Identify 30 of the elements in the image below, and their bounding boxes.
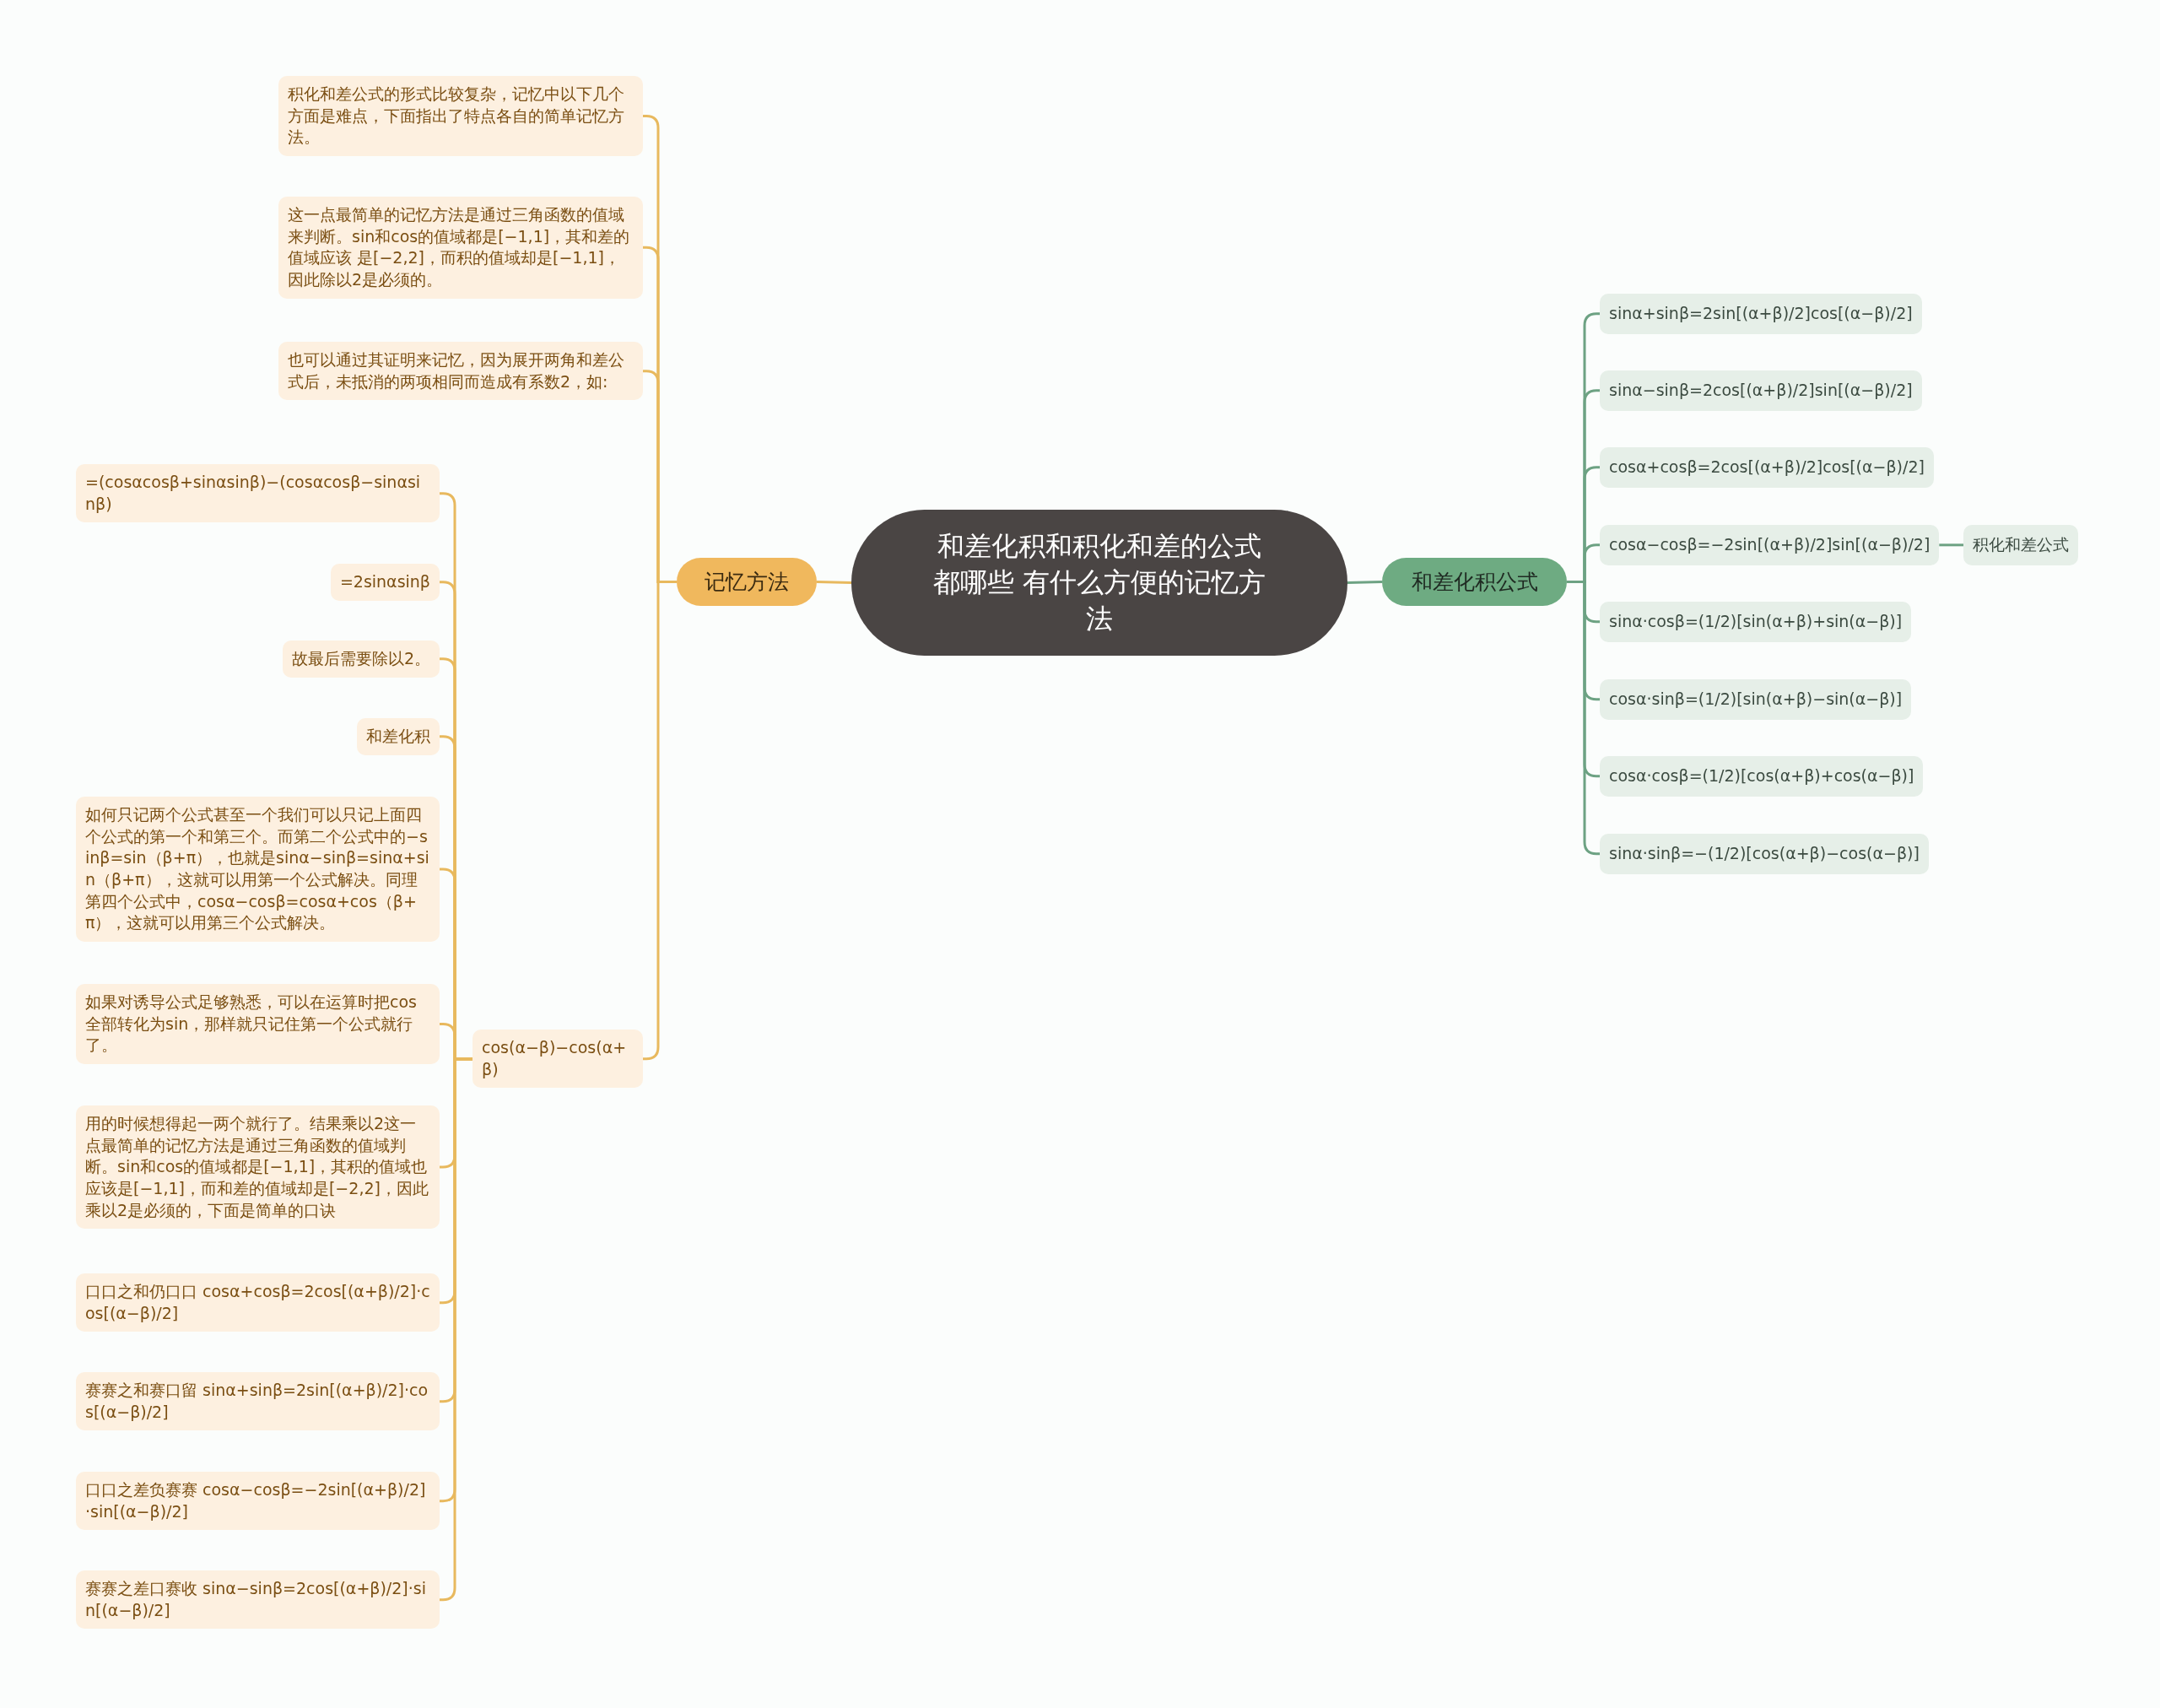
connector-line [1347,581,1383,584]
note-card: 和差化积 [357,718,440,755]
branch-topic: 记忆方法 [677,558,817,606]
branch-topic: 和差化积公式 [1382,558,1567,606]
note-card: 这一点最简单的记忆方法是通过三角函数的值域来判断。sin和cos的值域都是[−1,1]，其和差的值域应该 是[−2,2]，而积的值域却是[−1,1]，因此除以2是必须的。 [278,197,643,299]
connector-line [816,581,852,584]
central-topic: 和差化积和积化和差的公式都哪些 有什么方便的记忆方法 [851,510,1347,656]
formula-card: sinα−sinβ=2cos[(α+β)/2]sin[(α−β)/2] [1600,370,1922,411]
mnemonic-card: 赛赛之和赛口留 sinα+sinβ=2sin[(α+β)/2]·cos[(α−β)/2] [76,1372,440,1431]
connector-line [1939,543,1963,547]
formula-card: sinα·cosβ=(1/2)[sin(α+β)+sin(α−β)] [1600,602,1912,642]
formula-card: cosα·cosβ=(1/2)[cos(α+β)+cos(α−β)] [1600,756,1924,797]
mnemonic-card: 口口之和仍口口 cosα+cosβ=2cos[(α+β)/2]·cos[(α−β)/2] [76,1273,440,1332]
formula-card: cosα−cosβ=−2sin[(α+β)/2]sin[(α−β)/2] [1600,525,1940,565]
formula-card: cosα·sinβ=(1/2)[sin(α+β)−sin(α−β)] [1600,679,1912,720]
note-card: 故最后需要除以2。 [282,640,440,678]
formula-card: 积化和差公式 [1963,525,2078,565]
note-card: 用的时候想得起一两个就行了。结果乘以2这一点最简单的记忆方法是通过三角函数的值域判断。sin和cos的值域都是[−1,1]，其积的值域也应该是[−1,1]，而和差的值域却是[−2,2]，因此乘以2是必须的，下面是简单的口诀 [76,1105,440,1230]
note-card: 积化和差公式的形式比较复杂，记忆中以下几个方面是难点，下面指出了特点各自的简单记忆方法。 [278,76,643,156]
note-card: 如何只记两个公式甚至一个我们可以只记上面四个公式的第一个和第三个。而第二个公式中的−sinβ=sin（β+π），也就是sinα−sinβ=sinα+sin（β+π），这就可以用第一个公式解决。同理第四个公式中，cosα−cosβ=cosα+cos（β+π），这就可以用第三个公式解决。 [76,797,440,942]
formula-card: cosα+cosβ=2cos[(α+β)/2]cos[(α−β)/2] [1600,447,1934,488]
formula-card: sinα·sinβ=−(1/2)[cos(α+β)−cos(α−β)] [1600,834,1929,874]
note-card: 也可以通过其证明来记忆，因为展开两角和差公式后，未抵消的两项相同而造成有系数2，如: [278,342,643,401]
formula-card: =(cosαcosβ+sinαsinβ)−(cosαcosβ−sinαsinβ) [76,464,440,523]
note-card: 如果对诱导公式足够熟悉，可以在运算时把cos全部转化为sin，那样就只记住第一个公式就行了。 [76,984,440,1064]
formula-card: cos(α−β)−cos(α+β) [472,1030,643,1089]
formula-card: =2sinαsinβ [330,564,440,601]
mnemonic-card: 口口之差负赛赛 cosα−cosβ=−2sin[(α+β)/2]·sin[(α−β)/2] [76,1472,440,1531]
formula-card: sinα+sinβ=2sin[(α+β)/2]cos[(α−β)/2] [1600,294,1922,334]
mnemonic-card: 赛赛之差口赛收 sinα−sinβ=2cos[(α+β)/2]·sin[(α−β)/2] [76,1570,440,1630]
